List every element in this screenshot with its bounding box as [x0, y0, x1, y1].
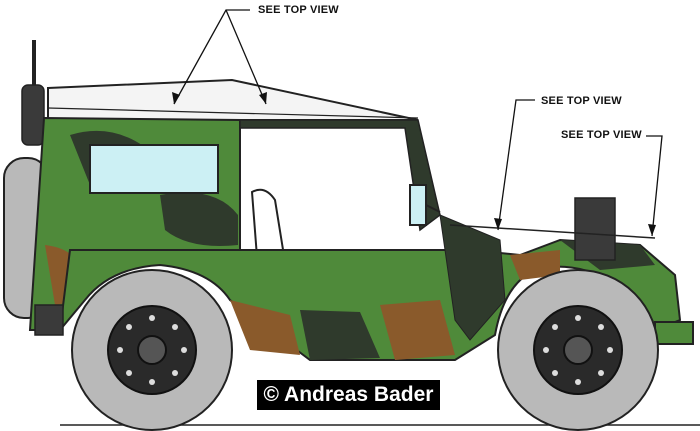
rear-lug-holes: [117, 315, 187, 385]
hood-line: [449, 224, 656, 239]
callout-windshield: SEE TOP VIEW: [541, 95, 622, 107]
camo-patch-5: [300, 310, 380, 360]
soft-top-seam: [47, 107, 419, 119]
side-mirror: [409, 184, 427, 226]
mirror-arm: [425, 204, 441, 213]
front-fender-dark: [439, 214, 506, 341]
camo-patch-8: [510, 250, 560, 280]
copyright-watermark: © Andreas Bader: [257, 380, 440, 410]
callout-hood: SEE TOP VIEW: [561, 129, 642, 141]
rear-light: [34, 304, 64, 336]
front-hub: [563, 335, 593, 365]
front-bumper: [654, 321, 694, 345]
camo-patch-6: [380, 300, 455, 360]
antenna-mount: [21, 84, 45, 146]
rear-hub: [137, 335, 167, 365]
camo-patch-2: [160, 192, 238, 246]
callout-roof: SEE TOP VIEW: [258, 4, 339, 16]
leader-lines: [173, 9, 663, 237]
soft-top: [47, 78, 419, 121]
arrowheads: [172, 92, 656, 236]
front-lug-holes: [543, 315, 613, 385]
hood-box: [574, 197, 616, 261]
rear-window: [89, 144, 219, 194]
camo-patch-4: [230, 300, 300, 355]
